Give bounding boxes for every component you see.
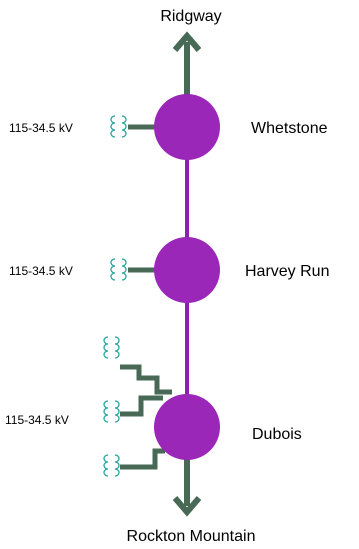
- transformer-icon: [103, 454, 120, 477]
- dubois-bus-node: [154, 394, 220, 460]
- transformer-icon: [103, 400, 120, 423]
- whetstone-label: Whetstone: [251, 120, 328, 137]
- transformer-icon: [110, 258, 127, 281]
- harvey-run-bus-node: [154, 237, 220, 303]
- ridgway-label: Ridgway: [160, 8, 221, 25]
- dubois-feeders: [120, 364, 172, 470]
- transformer-icon: [110, 115, 127, 138]
- harvey-run-label: Harvey Run: [245, 263, 329, 280]
- dubois-transformer-label: 115-34.5 kV: [5, 413, 69, 427]
- arrow-down-icon: [172, 452, 202, 517]
- whetstone-bus-node: [154, 94, 220, 160]
- whetstone-transformer-label: 115-34.5 kV: [9, 121, 73, 135]
- arrow-up-icon: [172, 31, 202, 95]
- dubois-label: Dubois: [252, 426, 302, 443]
- transformer-icon: [103, 336, 120, 359]
- harvey-run-transformer-label: 115-34.5 kV: [9, 264, 73, 278]
- rockton-mountain-label: Rockton Mountain: [127, 528, 256, 545]
